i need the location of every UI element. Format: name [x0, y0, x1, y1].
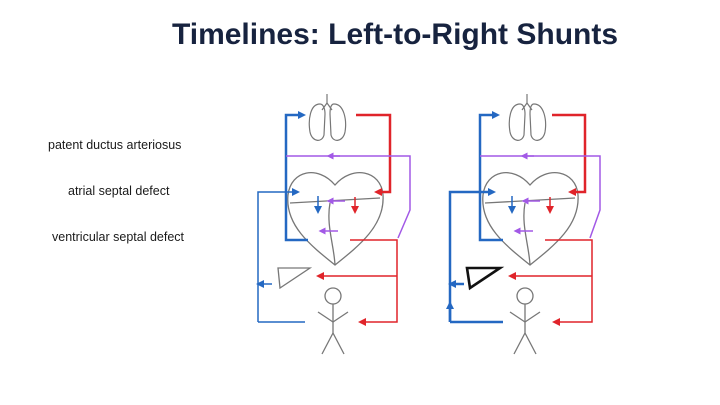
deoxygenated-flow	[256, 111, 322, 323]
heart-icon	[482, 172, 579, 266]
label-patent-ductus-arteriosus: patent ductus arteriosus	[48, 138, 182, 152]
diagram-right	[446, 94, 601, 355]
label-ventricular-septal-defect: ventricular septal defect	[52, 230, 185, 244]
body-figure-icon	[509, 287, 541, 355]
lungs-icon	[508, 94, 547, 141]
oxygenated-flow	[508, 113, 593, 326]
label-atrial-septal-defect: atrial septal defect	[68, 184, 170, 198]
deoxygenated-flow	[446, 111, 516, 324]
shunt-flow	[286, 152, 411, 239]
body-figure-icon	[317, 287, 349, 355]
lungs-icon	[308, 94, 347, 141]
shunt-flow	[480, 152, 601, 239]
slide-title: Timelines: Left-to-Right Shunts	[171, 18, 619, 51]
tissue-triangle-icon	[465, 266, 505, 291]
oxygenated-flow	[316, 113, 398, 326]
diagram-left	[256, 94, 411, 355]
heart-icon	[287, 172, 384, 266]
tissue-triangle-icon	[277, 267, 313, 290]
